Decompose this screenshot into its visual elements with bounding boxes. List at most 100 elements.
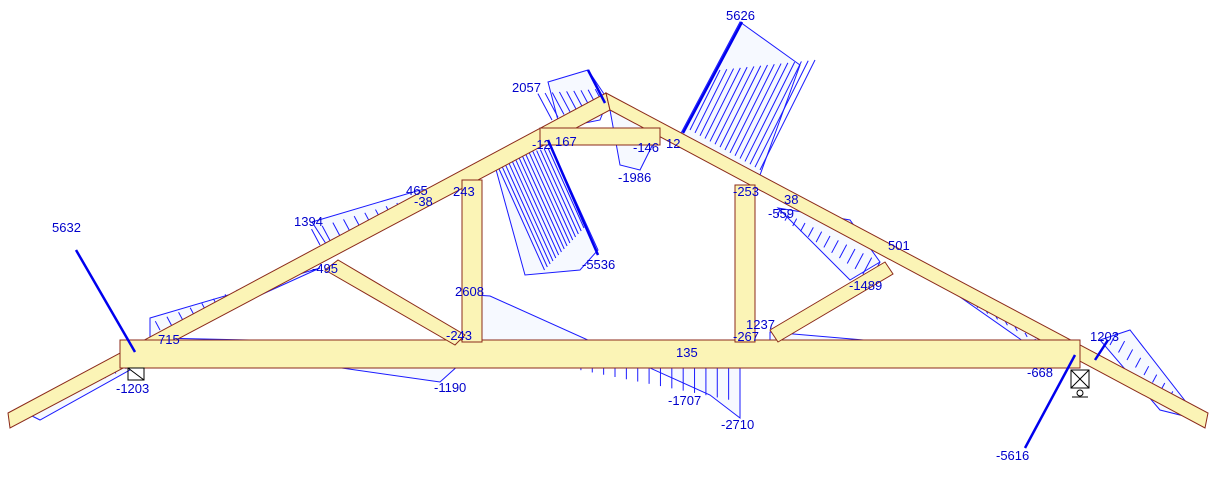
label-501: 501 <box>888 238 910 253</box>
hatch-line <box>749 61 802 165</box>
label-neg-1986: -1986 <box>618 170 651 185</box>
hatch-line <box>1109 332 1118 346</box>
hatch-line <box>539 149 579 235</box>
hatch-line <box>754 60 809 168</box>
label-neg-1707: -1707 <box>668 393 701 408</box>
hatch-line <box>166 316 172 326</box>
hatch-line <box>776 209 781 216</box>
label-neg-668: -668 <box>1027 365 1053 380</box>
hatch-line <box>332 222 341 237</box>
hatch-line <box>587 89 595 101</box>
hatch-line <box>573 90 583 107</box>
hatch-line <box>547 147 585 229</box>
leader-5632 <box>74 249 137 353</box>
hatch-line <box>536 150 576 238</box>
hatch-line <box>494 159 545 271</box>
label-465: 465 <box>406 183 428 198</box>
hatch-line <box>543 148 582 232</box>
left-vertical <box>461 179 483 343</box>
label-5626: 5626 <box>726 8 755 23</box>
hatch-line <box>521 153 565 250</box>
hatch-line <box>694 69 728 134</box>
hatch-line <box>854 253 864 270</box>
label-1394: 1394 <box>294 214 323 229</box>
label-neg-5536: -5536 <box>582 257 615 272</box>
hatch-line <box>709 66 748 142</box>
hatch-line <box>699 68 735 136</box>
right-support <box>1070 369 1090 398</box>
label-neg-1190: -1190 <box>434 380 466 395</box>
hatch-line <box>580 90 589 104</box>
hatch-line <box>537 93 553 121</box>
hatch-line <box>714 66 755 145</box>
label-12: 12 <box>666 136 680 151</box>
label-neg-253: -253 <box>733 184 759 199</box>
hatch-line <box>704 67 741 139</box>
hatch-line <box>566 91 577 110</box>
label-neg-243: -243 <box>446 328 472 343</box>
label-1203-right: 1203 <box>1090 329 1119 344</box>
left-support <box>127 367 145 381</box>
hatch-line <box>759 59 816 171</box>
label-243-top: 243 <box>453 184 475 199</box>
hatch-line <box>311 228 321 246</box>
hatch-line <box>846 248 856 264</box>
hatch-line <box>744 61 796 162</box>
label-neg-12: -12 <box>532 137 551 152</box>
hatch-line <box>792 218 798 227</box>
label-neg-5616: -5616 <box>996 448 1029 463</box>
hatch-line <box>505 157 554 262</box>
hatch-line <box>178 312 184 321</box>
hatch-line <box>528 152 571 244</box>
hatch-line <box>1143 365 1150 376</box>
label-neg-267: -267 <box>733 329 759 344</box>
hatch-line <box>807 227 814 237</box>
hatch-line <box>729 64 775 154</box>
label-38: 38 <box>784 192 798 207</box>
hatch-line <box>815 231 823 243</box>
label-1237: 1237 <box>746 317 775 332</box>
value-labels: 5626 2057 5632 -1203 715 1394 465 -38 24… <box>52 8 1119 463</box>
label-neg-559: -559 <box>768 206 794 221</box>
truss-members <box>7 92 1209 429</box>
hatch-line <box>862 257 873 275</box>
hatch-line <box>498 158 548 268</box>
leader-5626 <box>681 21 744 134</box>
leader-2057 <box>586 69 607 104</box>
hatch-line <box>719 65 762 148</box>
moment-left-rafter-mid <box>311 189 421 251</box>
hatch-line <box>544 92 559 118</box>
bottom-chord <box>119 339 1081 369</box>
hatch-line <box>739 62 789 159</box>
hatch-line <box>689 69 721 131</box>
hatch-line <box>524 152 568 247</box>
hatch-line <box>343 219 351 232</box>
label-167: 167 <box>555 134 577 149</box>
hatch-line <box>1024 332 1028 338</box>
label-neg-2710: -2710 <box>721 417 754 432</box>
hatch-line <box>513 155 560 256</box>
left-top-chord <box>7 92 611 429</box>
hatch-line <box>502 158 551 265</box>
label-neg-495: -495 <box>312 261 338 276</box>
label-2608: 2608 <box>455 284 484 299</box>
hatch-line <box>724 64 768 151</box>
hatch-line <box>823 235 831 248</box>
left-diagonal <box>324 259 466 346</box>
collar-tie <box>539 127 661 146</box>
hatch-line <box>154 320 161 331</box>
leader-5616 <box>1023 354 1077 449</box>
hatch-line <box>734 63 782 156</box>
hatch-line <box>509 156 557 259</box>
hatch-line <box>831 240 839 254</box>
label-715: 715 <box>158 332 180 347</box>
hatch-line <box>1135 357 1142 368</box>
hatch-line <box>800 222 806 232</box>
hatch-line <box>839 244 848 259</box>
label-neg-1203: -1203 <box>116 381 149 396</box>
label-neg-1489: -1489 <box>849 278 882 293</box>
hatch-line <box>517 154 562 253</box>
hatch-line <box>532 151 574 241</box>
hatch-line <box>1118 340 1126 353</box>
